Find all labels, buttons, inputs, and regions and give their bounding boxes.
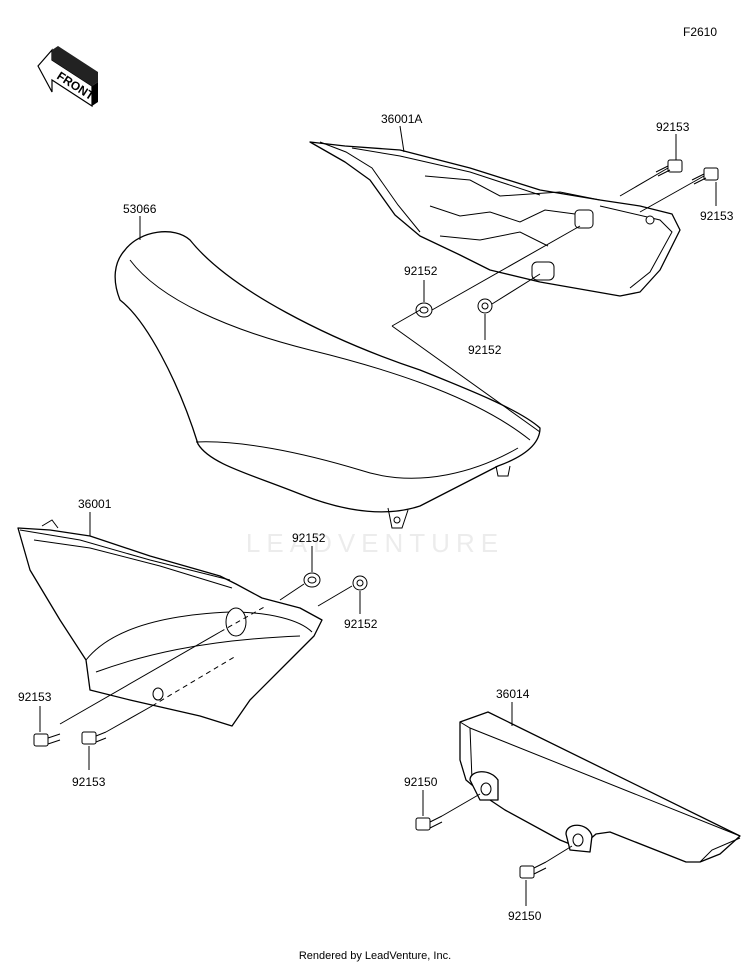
rear-right-cover — [309, 141, 681, 297]
bolt-icon — [519, 861, 547, 879]
callout-bolt-top-a: 92153 — [656, 120, 690, 134]
callout-collar-mid-a: 92152 — [292, 531, 326, 545]
callout-collar-mid-b: 92152 — [344, 617, 378, 631]
left-cover — [17, 519, 323, 727]
callout-left-cover: 36001 — [78, 497, 112, 511]
collar-icon — [415, 302, 433, 318]
callout-collar-top-a: 92152 — [404, 264, 438, 278]
callout-bolt-chain-a: 92150 — [404, 775, 438, 789]
bolt-icon — [655, 159, 683, 177]
bolt-icon — [691, 167, 719, 185]
bolt-icon — [81, 731, 107, 745]
watermark-text: LEADVENTURE — [246, 528, 504, 558]
callout-bolt-top-b: 92153 — [700, 209, 734, 223]
collar-icon — [477, 298, 493, 314]
callout-bolt-left-b: 92153 — [72, 775, 106, 789]
seat — [114, 231, 541, 529]
footer-credit: Rendered by LeadVenture, Inc. — [298, 950, 452, 962]
collar-icon — [352, 575, 368, 591]
callout-seat: 53066 — [123, 202, 157, 216]
bolt-icon — [415, 815, 443, 831]
callout-bolt-chain-b: 92150 — [508, 909, 542, 923]
callout-chain-guard: 36014 — [496, 687, 530, 701]
bolt-icon — [33, 733, 61, 747]
chain-guard — [459, 711, 741, 863]
callout-collar-top-b: 92152 — [468, 343, 502, 357]
collar-icon — [303, 572, 321, 588]
callout-rear-right-cover: 36001A — [381, 112, 422, 126]
front-arrow-icon: FRONT — [37, 46, 98, 108]
leader-lines — [39, 125, 717, 906]
figure-code: F2610 — [683, 25, 717, 39]
callout-bolt-left-a: 92153 — [18, 690, 52, 704]
